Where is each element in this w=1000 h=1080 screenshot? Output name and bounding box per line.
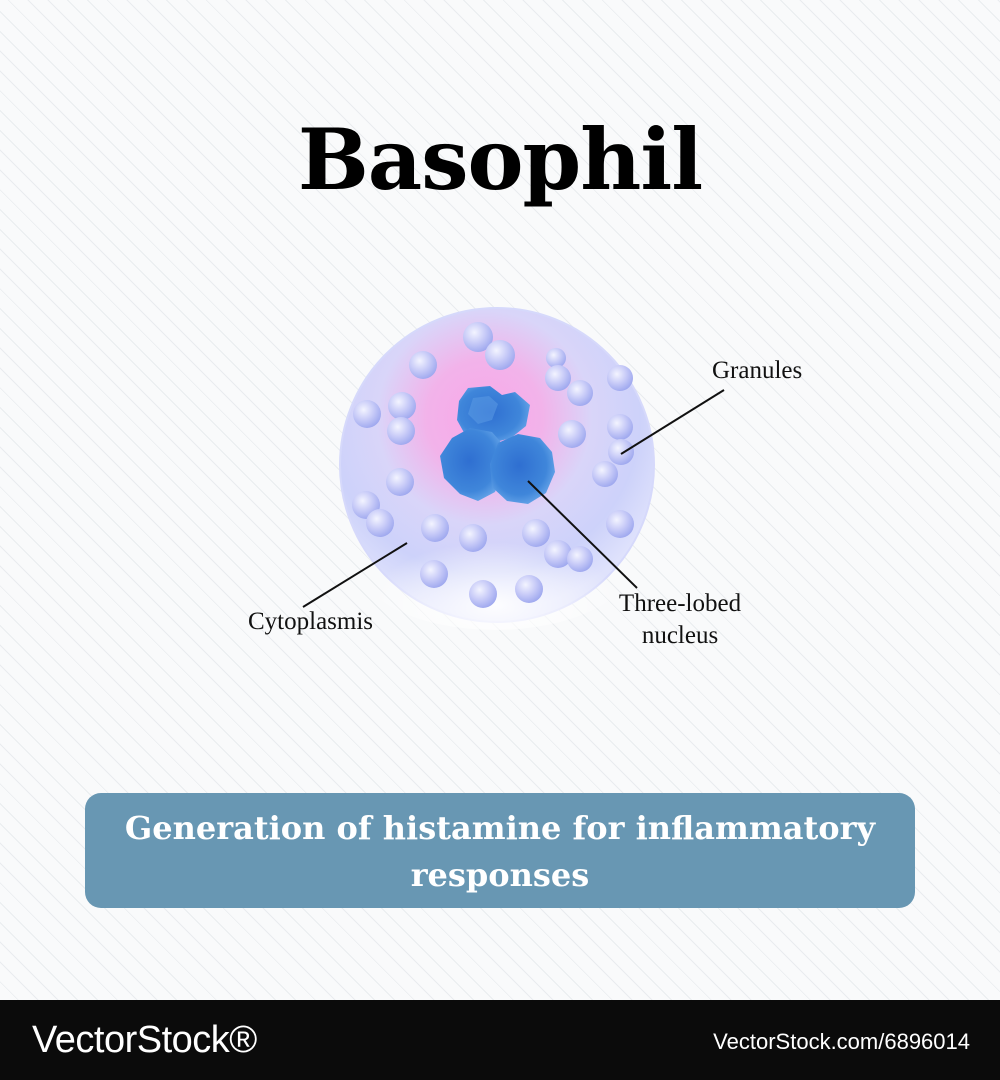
three-lobed-nucleus xyxy=(440,386,555,504)
caption-box: Generation of histamine for inflammatory… xyxy=(85,793,915,908)
granule xyxy=(386,468,414,496)
granules-leader-line xyxy=(620,389,725,455)
cytoplasm-leader-line xyxy=(302,542,408,608)
nucleus-highlight xyxy=(468,396,498,424)
granule xyxy=(366,509,394,537)
granule xyxy=(558,420,586,448)
watermark-logo: VectorStock® xyxy=(32,1019,257,1061)
nucleus-label: Three-lobed nucleus xyxy=(618,590,742,649)
granule xyxy=(353,400,381,428)
granule xyxy=(607,414,633,440)
granule xyxy=(421,514,449,542)
granule xyxy=(546,348,566,368)
watermark-url: VectorStock.com/6896014 xyxy=(713,1029,970,1054)
granule xyxy=(592,461,618,487)
granule xyxy=(607,365,633,391)
granule xyxy=(459,524,487,552)
granule xyxy=(469,580,497,608)
basophil-diagram xyxy=(302,307,725,630)
granules-label: Granules xyxy=(712,357,803,384)
granule xyxy=(608,439,634,465)
granules-group xyxy=(352,322,634,608)
granule xyxy=(485,340,515,370)
granule xyxy=(567,380,593,406)
granule xyxy=(387,417,415,445)
granule xyxy=(544,540,572,568)
granule xyxy=(409,351,437,379)
page-title: Basophil xyxy=(297,110,703,209)
granule xyxy=(606,510,634,538)
caption-text: Generation of histamine for inflammatory… xyxy=(124,809,876,894)
granule xyxy=(420,560,448,588)
granule xyxy=(515,575,543,603)
granule xyxy=(388,392,416,420)
cytoplasm-light-area xyxy=(355,490,635,630)
granule xyxy=(567,546,593,572)
nucleus-lobe-right xyxy=(490,434,555,504)
granule xyxy=(545,365,571,391)
nucleus-leader-line xyxy=(527,480,638,589)
cytoplasm-label: Cytoplasmis xyxy=(248,608,374,635)
granule xyxy=(522,519,550,547)
nucleus-lobe-left xyxy=(440,428,505,501)
watermark-bar: VectorStock® VectorStock.com/6896014 xyxy=(0,1000,1000,1080)
granule xyxy=(463,322,493,352)
